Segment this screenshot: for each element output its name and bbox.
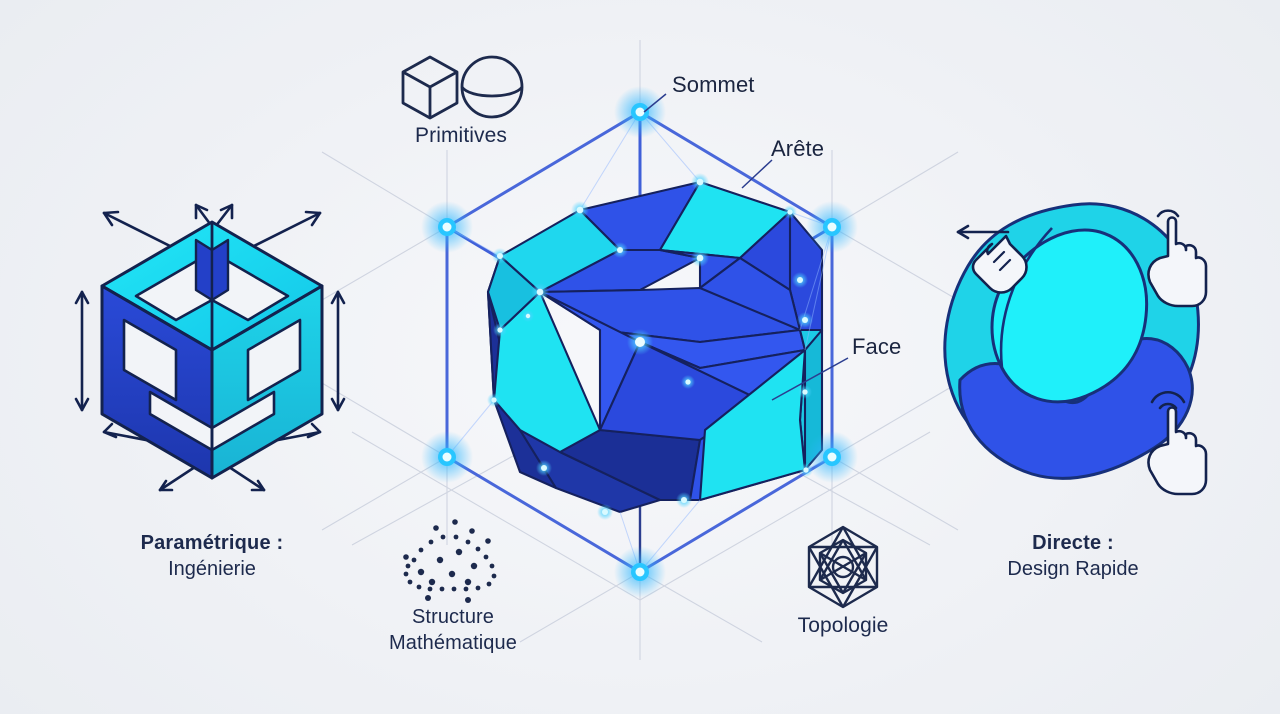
low-poly-polyhedron: [486, 180, 824, 514]
drag-left-hand-icon: [956, 224, 1028, 294]
vertex-node: [421, 431, 473, 483]
arrow-down-bottom-left: [158, 463, 200, 492]
leader-line-arete: [741, 159, 773, 189]
hexagonal-mesh-icon: [807, 525, 879, 609]
vertex-node: [421, 201, 473, 253]
pinch-hand-icon: [1147, 390, 1208, 496]
vertex-node: [614, 546, 666, 598]
vertex-node: [614, 86, 666, 138]
vertex-node: [806, 201, 858, 253]
parametric-cube-illustration: [74, 203, 346, 492]
vertex-node: [806, 431, 858, 483]
leader-line-sommet: [643, 93, 667, 113]
dotted-cloud-icon: [403, 519, 497, 603]
organic-blob-illustration: [943, 202, 1208, 496]
callout-leader-lines: [643, 93, 849, 401]
leader-line-face: [771, 357, 849, 401]
arrow-vertical-left: [74, 290, 90, 412]
polyhedron-inner-nodes: [487, 173, 813, 520]
blob-mid-crease: [999, 227, 1053, 369]
arrow-down-bottom-right: [224, 463, 266, 492]
outer-glow-vertices: [421, 86, 858, 598]
tap-hand-icon: [1147, 209, 1208, 308]
arrow-vertical-right: [330, 290, 346, 412]
cube-and-sphere-icon: [401, 55, 524, 120]
